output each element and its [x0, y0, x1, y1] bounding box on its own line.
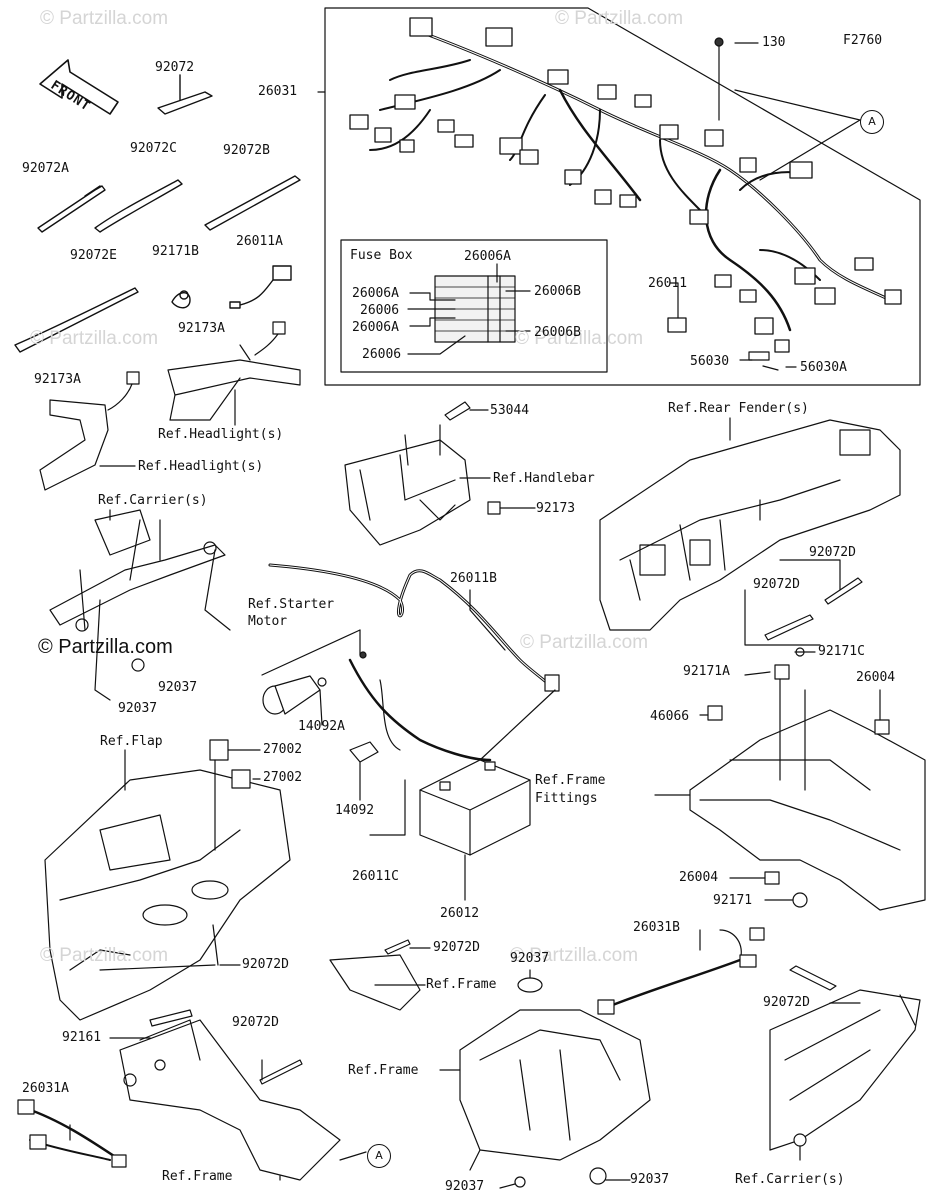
part-label-26011A[interactable]: 26011A [236, 234, 283, 249]
part-label-92072C[interactable]: 92072C [130, 141, 177, 156]
watermark: © Partzilla.com [515, 328, 644, 349]
fuse-label-26006A[interactable]: 26006A [464, 249, 511, 264]
ref-label-starter-motor[interactable]: Ref.Starter Motor [248, 597, 335, 629]
part-label-92072D[interactable]: 92072D [242, 957, 289, 972]
ref-label-frame[interactable]: Ref.Frame [426, 977, 497, 992]
ref-label-headlight[interactable]: Ref.Headlight(s) [158, 427, 284, 442]
part-label-14092A[interactable]: 14092A [298, 719, 345, 734]
part-label-26011C[interactable]: 26011C [352, 869, 399, 884]
watermark: © Partzilla.com [555, 8, 684, 29]
part-label-92072[interactable]: 92072 [155, 60, 195, 75]
fender-ties [744, 559, 863, 646]
part-label-92072D[interactable]: 92072D [753, 577, 800, 592]
part-label-92072D[interactable]: 92072D [763, 995, 810, 1010]
part-label-56030[interactable]: 56030 [690, 354, 730, 369]
part-label-26004[interactable]: 26004 [856, 670, 896, 685]
part-label-92072D[interactable]: 92072D [809, 545, 856, 560]
part-label-26031B[interactable]: 26031B [633, 920, 680, 935]
part-label-92173A[interactable]: 92173A [178, 321, 225, 336]
fuse-label-26006[interactable]: 26006 [362, 347, 402, 362]
callout-a: A [367, 1144, 391, 1168]
part-label-92171[interactable]: 92171 [713, 893, 753, 908]
fuse-label-26006B[interactable]: 26006B [534, 325, 581, 340]
ref-label-carrier[interactable]: Ref.Carrier(s) [735, 1172, 845, 1187]
part-label-92037[interactable]: 92037 [118, 701, 158, 716]
part-label-27002[interactable]: 27002 [263, 742, 303, 757]
watermark: © Partzilla.com [30, 328, 159, 349]
rear-frame-left [17, 1009, 367, 1181]
part-label-26011B[interactable]: 26011B [450, 571, 497, 586]
fuse-label-26006[interactable]: 26006 [360, 303, 400, 318]
part-label-92072D[interactable]: 92072D [433, 940, 480, 955]
cable-ties [14, 74, 301, 353]
callout-a: A [860, 110, 884, 134]
fuse-label-26006B[interactable]: 26006B [534, 284, 581, 299]
battery-wiring [261, 563, 560, 901]
front-arrow [39, 59, 119, 115]
part-label-14092[interactable]: 14092 [335, 803, 375, 818]
part-label-92171B[interactable]: 92171B [152, 244, 199, 259]
part-label-46066[interactable]: 46066 [650, 709, 690, 724]
part-label-92072B[interactable]: 92072B [223, 143, 270, 158]
watermark-logo: © Partzilla.com [38, 636, 173, 658]
part-label-92037[interactable]: 92037 [630, 1172, 670, 1187]
part-label-92072D[interactable]: 92072D [232, 1015, 279, 1030]
rear-fender [599, 417, 901, 631]
part-label-26011[interactable]: 26011 [648, 276, 688, 291]
watermark: © Partzilla.com [510, 945, 639, 966]
part-label-26031A[interactable]: 26031A [22, 1081, 69, 1096]
part-label-26012[interactable]: 26012 [440, 906, 480, 921]
part-label-26031[interactable]: 26031 [258, 84, 298, 99]
part-label-130[interactable]: 130 [762, 35, 786, 50]
part-label-92037[interactable]: 92037 [510, 951, 550, 966]
part-label-92072A[interactable]: 92072A [22, 161, 69, 176]
watermark: © Partzilla.com [40, 8, 169, 29]
flap-panel [44, 739, 291, 1021]
frame-fittings [654, 647, 926, 911]
ref-label-handlebar[interactable]: Ref.Handlebar [493, 471, 595, 486]
part-label-92037[interactable]: 92037 [445, 1179, 485, 1194]
part-label-26004[interactable]: 26004 [679, 870, 719, 885]
ref-label-frame[interactable]: Ref.Frame [348, 1063, 419, 1078]
part-label-92173[interactable]: 92173 [536, 501, 576, 516]
part-label-92171A[interactable]: 92171A [683, 664, 730, 679]
part-label-53044[interactable]: 53044 [490, 403, 530, 418]
part-label-92173A[interactable]: 92173A [34, 372, 81, 387]
part-label-92161[interactable]: 92161 [62, 1030, 102, 1045]
harness-box [317, 7, 921, 386]
part-label-27002[interactable]: 27002 [263, 770, 303, 785]
center-frame [329, 927, 765, 1189]
ref-label-frame-fittings[interactable]: Ref.Frame Fittings [535, 773, 606, 806]
part-label-92072E[interactable]: 92072E [70, 248, 117, 263]
fuse-box-title: Fuse Box [350, 248, 413, 263]
fuse-label-26006A[interactable]: 26006A [352, 286, 399, 301]
part-label-92037[interactable]: 92037 [158, 680, 198, 695]
front-carrier [49, 509, 231, 701]
ref-label-frame[interactable]: Ref.Frame [162, 1169, 233, 1184]
ref-label-rear-fender[interactable]: Ref.Rear Fender(s) [668, 401, 809, 416]
ref-label-carrier[interactable]: Ref.Carrier(s) [98, 493, 208, 508]
watermark: © Partzilla.com [40, 945, 169, 966]
handlebar-bracket [344, 401, 536, 546]
headlight-brackets [39, 321, 301, 491]
fuse-label-26006A[interactable]: 26006A [352, 320, 399, 335]
watermark: © Partzilla.com [520, 632, 649, 653]
part-label-92171C[interactable]: 92171C [818, 644, 865, 659]
rear-carrier [769, 965, 921, 1161]
ref-label-headlight[interactable]: Ref.Headlight(s) [138, 459, 264, 474]
ref-label-flap[interactable]: Ref.Flap [100, 734, 163, 749]
part-label-56030A[interactable]: 56030A [800, 360, 847, 375]
figure-code: F2760 [843, 33, 883, 48]
